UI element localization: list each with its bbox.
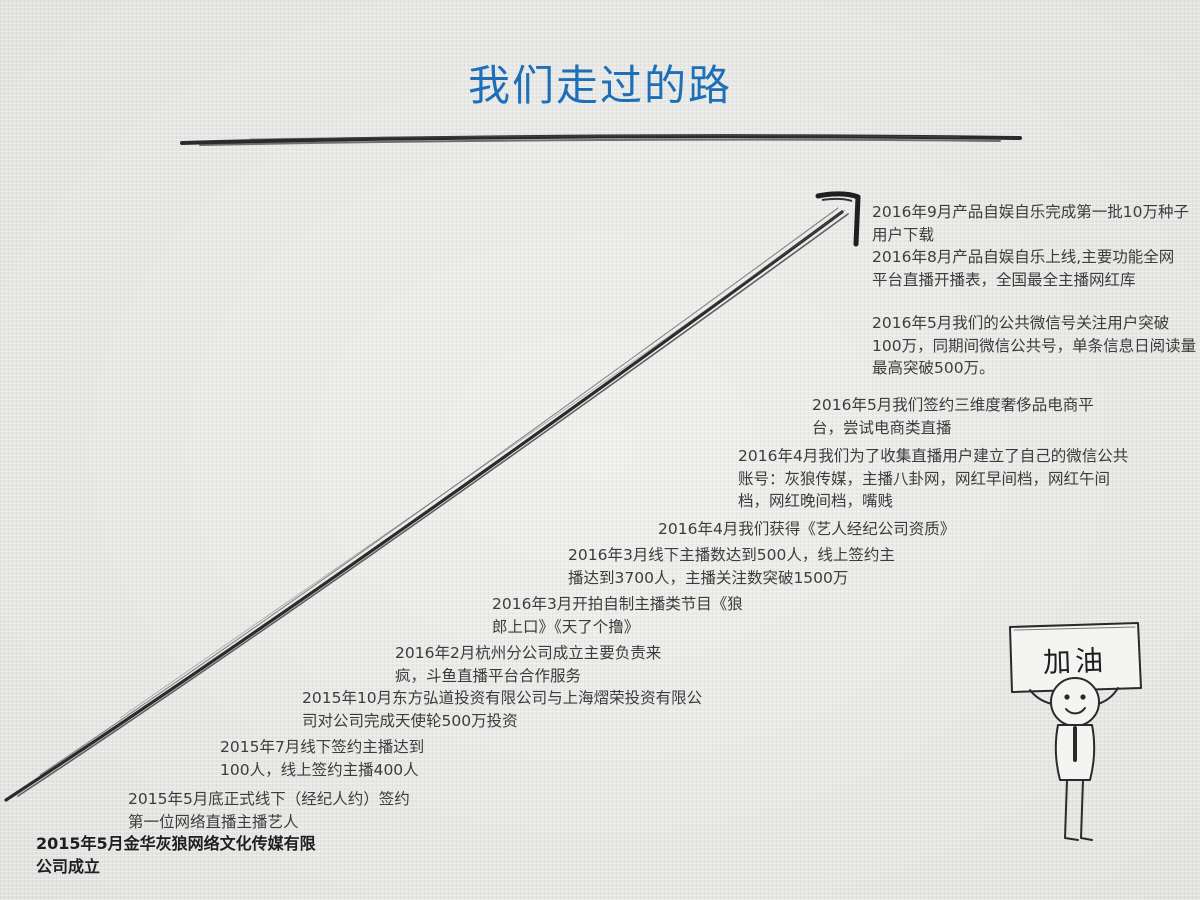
timeline-event: 2016年3月线下主播数达到500人，线上签约主播达到3700人，主播关注数突破… — [568, 546, 895, 587]
page-title: 我们走过的路 — [467, 61, 732, 110]
timeline-event: 2016年9月产品自娱自乐完成第一批10万种子用户下载 — [872, 203, 1190, 244]
timeline-event: 2016年5月我们的公共微信号关注用户突破100万，同期间微信公共号，单条信息日… — [872, 314, 1197, 377]
sign-label: 加油 — [1042, 643, 1108, 680]
timeline-event: 2015年10月东方弘道投资有限公司与上海熠荣投资有限公司对公司完成天使轮500… — [302, 689, 703, 730]
timeline-event: 2015年7月线下签约主播达到100人，线上签约主播400人 — [220, 738, 425, 779]
timeline-event: 2016年8月产品自娱自乐上线,主要功能全网平台直播开播表，全国最全主播网红库 — [872, 248, 1175, 289]
timeline-event: 2016年3月开拍自制主播类节目《狼郎上口》《天了个撸》 — [492, 595, 743, 636]
timeline-event: 2015年5月金华灰狼网络文化传媒有限公司成立 — [36, 834, 316, 876]
stick-figure-icon — [1009, 622, 1142, 841]
timeline-event: 2016年4月我们为了收集直播用户建立了自己的微信公共账号：灰狼传媒，主播八卦网… — [738, 447, 1129, 510]
timeline-event: 2015年5月底正式线下（经纪人约）签约第一位网络直播主播艺人 — [128, 790, 410, 831]
growth-arrow — [4, 191, 861, 802]
title-divider — [180, 134, 1022, 146]
timeline-event: 2016年2月杭州分公司成立主要负责来疯，斗鱼直播平台合作服务 — [395, 644, 662, 685]
timeline-event: 2016年4月我们获得《艺人经纪公司资质》 — [658, 520, 956, 538]
timeline-event: 2016年5月我们签约三维度奢侈品电商平台，尝试电商类直播 — [812, 396, 1094, 437]
